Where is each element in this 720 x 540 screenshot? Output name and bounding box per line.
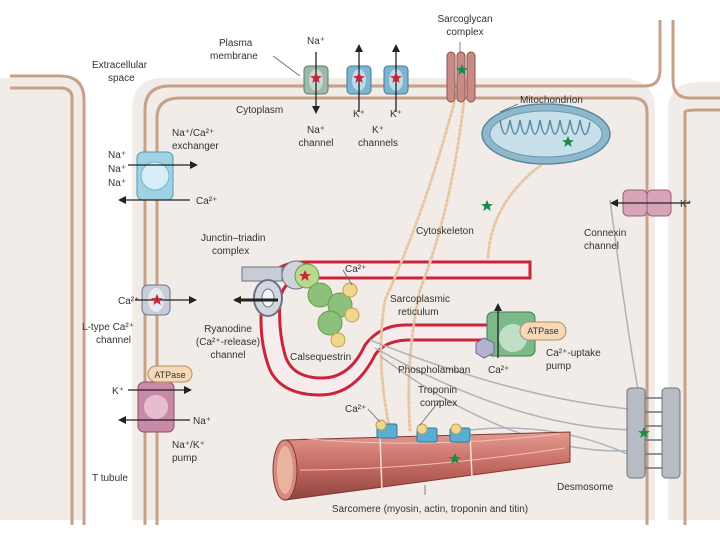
- label-space: space: [108, 73, 135, 84]
- sarcoglycan-complex: [446, 51, 476, 103]
- label-sarcoglycan: Sarcoglycan: [437, 14, 492, 25]
- star-icon: [390, 72, 402, 83]
- label-na-top: Na⁺: [307, 36, 325, 47]
- label-ryr-1: Ryanodine: [204, 324, 252, 335]
- label-na-2: Na⁺: [108, 164, 126, 175]
- label-na-1: Na⁺: [108, 150, 126, 161]
- star-icon: [449, 453, 461, 464]
- mitochondrion: [481, 103, 611, 165]
- star-icon: [638, 427, 650, 438]
- label-plasma: Plasma: [219, 38, 253, 49]
- label-exchanger-1: Na⁺/Ca²⁺: [172, 128, 214, 139]
- label-membrane: membrane: [210, 51, 258, 62]
- label-nak-2: pump: [172, 453, 197, 464]
- label-t-tubule: T tubule: [92, 473, 128, 484]
- label-k-connexin: K⁺: [680, 199, 692, 210]
- label-k-channels-1: K⁺: [372, 125, 384, 136]
- label-connexin-2: channel: [584, 241, 619, 252]
- label-ca-ltype: Ca²⁺: [118, 296, 139, 307]
- label-extracellular: Extracellular: [92, 60, 148, 71]
- star-icon: [481, 200, 493, 211]
- label-exchanger-2: exchanger: [172, 141, 219, 152]
- label-sr-2: reticulum: [398, 307, 439, 318]
- label-atpase-serca: ATPase: [527, 326, 558, 336]
- serca-pump: [486, 311, 567, 357]
- label-serca-1: Ca²⁺-uptake: [546, 348, 601, 359]
- neighbor-cell-left: [0, 78, 82, 520]
- label-junctin-2: complex: [212, 246, 249, 257]
- desmosome: [626, 387, 681, 479]
- label-junctin-1: Junctin–triadin: [201, 233, 265, 244]
- calsequestrin-cluster: [307, 282, 360, 348]
- stars: [151, 64, 650, 464]
- label-k-b: K⁺: [390, 109, 402, 120]
- label-nak-1: Na⁺/K⁺: [172, 440, 205, 451]
- label-atpase-nak: ATPase: [154, 370, 185, 380]
- label-troponin-1: Troponin: [418, 385, 457, 396]
- label-k-pump: K⁺: [112, 386, 124, 397]
- desmosome-filaments: [369, 199, 641, 461]
- cytoskeleton-filaments: [379, 78, 550, 432]
- label-k-channels-2: channels: [358, 138, 398, 149]
- label-cytoplasm: Cytoplasm: [236, 105, 283, 116]
- label-k-a: K⁺: [353, 109, 365, 120]
- label-na-pump: Na⁺: [193, 416, 211, 427]
- label-mitochondrion: Mitochondrion: [520, 95, 583, 106]
- star-icon: [299, 270, 311, 281]
- label-ltype-1: L-type Ca²⁺: [82, 322, 134, 333]
- label-na-3: Na⁺: [108, 178, 126, 189]
- label-ca-csq: Ca²⁺: [345, 264, 366, 275]
- label-desmosome: Desmosome: [557, 482, 614, 493]
- label-sarcomere: Sarcomere (myosin, actin, troponin and t…: [332, 504, 528, 515]
- label-cytoskeleton: Cytoskeleton: [416, 226, 474, 237]
- text-labels: Extracellular space Plasma membrane Sarc…: [82, 14, 692, 515]
- star-icon: [353, 72, 365, 83]
- star-icon: [310, 72, 322, 83]
- label-serca-2: pump: [546, 361, 571, 372]
- label-troponin-2: complex: [420, 398, 457, 409]
- label-phospholamban: Phospholamban: [398, 365, 470, 376]
- star-icon: [456, 64, 468, 75]
- label-na-channel-2: channel: [298, 138, 333, 149]
- label-ltype-2: channel: [96, 335, 131, 346]
- label-sr-1: Sarcoplasmic: [390, 294, 450, 305]
- label-ca-trop: Ca²⁺: [345, 404, 366, 415]
- label-na-channel-1: Na⁺: [307, 125, 325, 136]
- ryanodine-receptor: [241, 260, 320, 317]
- cytoplasm-region: [132, 78, 655, 520]
- label-sarcoglycan-complex: complex: [446, 27, 483, 38]
- star-icon: [562, 136, 574, 147]
- label-ryr-2: (Ca²⁺-release): [196, 337, 260, 348]
- label-ca-pln: Ca²⁺: [488, 365, 509, 376]
- troponin-complex: [375, 419, 471, 443]
- label-calsequestrin: Calsequestrin: [290, 352, 351, 363]
- leader-lines: [272, 42, 519, 495]
- label-ca-exch: Ca²⁺: [196, 196, 217, 207]
- label-connexin-1: Connexin: [584, 228, 626, 239]
- sarcoplasmic-reticulum: [259, 260, 532, 397]
- phospholamban: [475, 337, 495, 359]
- label-ryr-3: channel: [210, 350, 245, 361]
- neighbor-cell-right: [668, 82, 720, 520]
- sarcomere: [272, 431, 571, 501]
- na-ca-exchanger: [136, 151, 174, 201]
- star-icon: [151, 294, 163, 305]
